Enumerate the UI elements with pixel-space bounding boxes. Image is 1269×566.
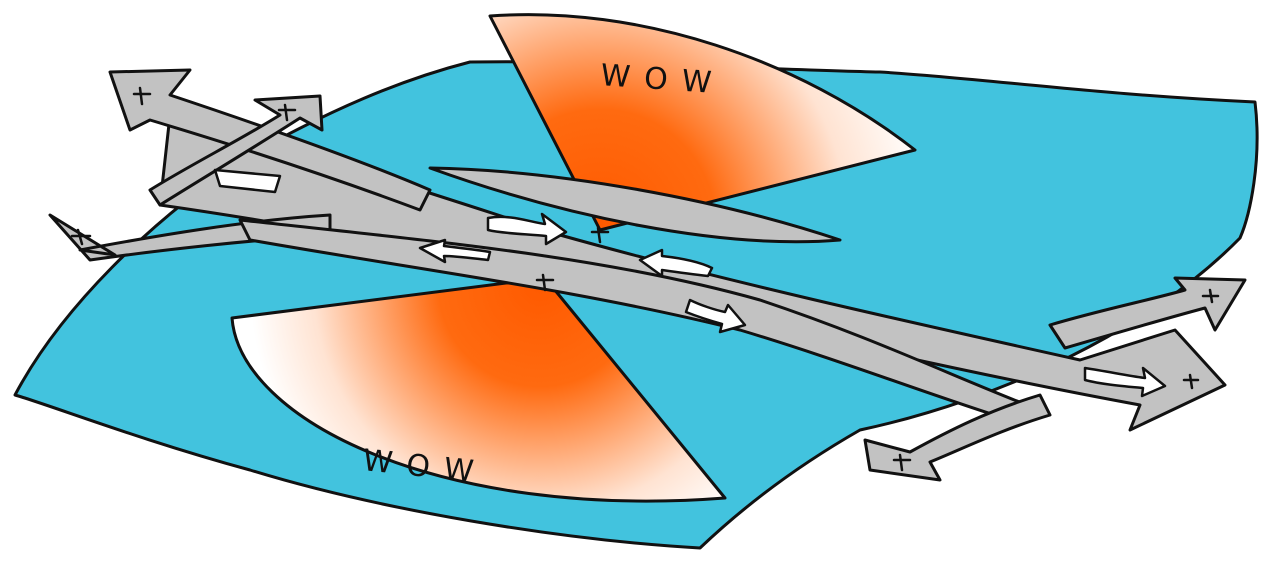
arrow-icon	[1083, 366, 1167, 398]
arrow-head-lower-right	[863, 393, 1052, 482]
top-cone	[488, 13, 917, 232]
arrow-icon	[638, 248, 714, 278]
top-cone-label: WOW	[599, 58, 726, 102]
cross-icon	[535, 273, 555, 292]
cross-icon	[892, 453, 912, 472]
motion-arrows	[213, 168, 1167, 398]
bottom-cone	[230, 276, 727, 503]
arrow-icon	[486, 212, 568, 246]
cross-icon	[1182, 373, 1200, 390]
arrow-icon	[684, 298, 747, 334]
arrow-head-upper-left	[108, 68, 432, 212]
arrow-icon	[418, 238, 492, 264]
cross-icon	[590, 226, 610, 244]
arrow-head-upper-left-2	[148, 94, 324, 207]
cross-icon	[132, 86, 152, 106]
cross-icon	[1201, 288, 1220, 304]
floating-lens	[428, 166, 842, 244]
arrow-icon	[213, 168, 282, 194]
cross-icon	[277, 103, 297, 122]
cross-marks	[70, 86, 1220, 472]
arrow-head-upper-right	[1048, 276, 1247, 350]
cross-icon	[70, 228, 92, 246]
